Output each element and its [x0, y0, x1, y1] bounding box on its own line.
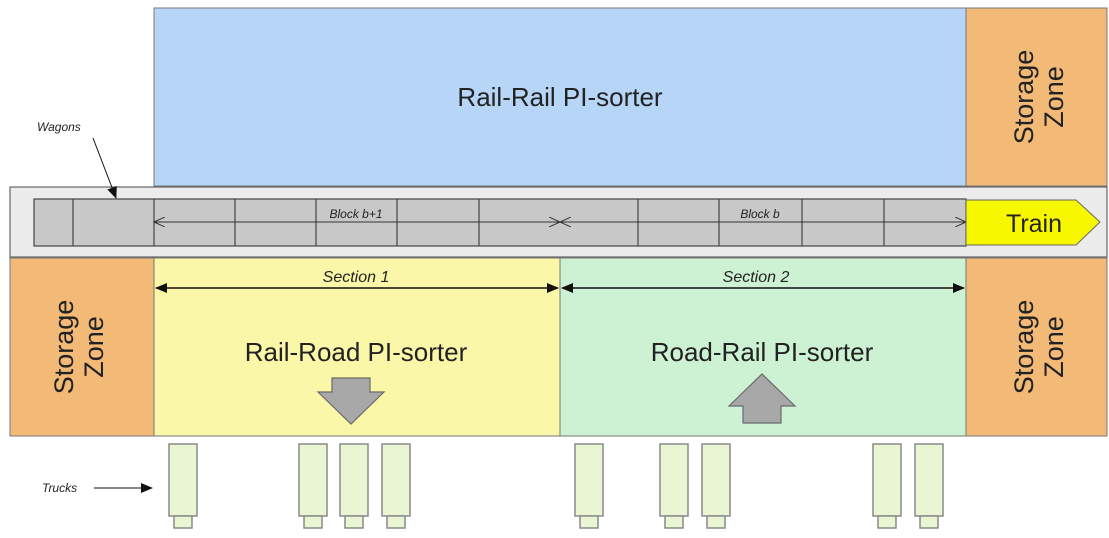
section-1-label: Section 1 [323, 269, 390, 286]
storage-zone-right [965, 257, 1108, 437]
rail-rail-sorter-zone [153, 7, 967, 187]
truck-icon [339, 443, 369, 529]
storage-zone-label: Zone [79, 316, 109, 378]
truck-icon [168, 443, 198, 529]
truck-icon [381, 443, 411, 529]
wagons-label: Wagons [37, 120, 81, 134]
trucks-label: Trucks [42, 481, 77, 495]
up-arrow-icon [727, 373, 797, 424]
down-arrow-icon [316, 377, 386, 425]
wagons-pointer [92, 137, 117, 199]
truck-icon [298, 443, 328, 529]
train-label: Train [1006, 210, 1062, 238]
storage-zone-label: Storage [1009, 300, 1039, 395]
train-arrow [965, 199, 1101, 246]
storage-zone-label: Zone [1039, 66, 1069, 128]
truck-icon [701, 443, 731, 529]
rail-road-sorter-label: Rail-Road PI-sorter [245, 337, 468, 367]
truck-icon [872, 443, 902, 529]
road-rail-sorter-label: Road-Rail PI-sorter [651, 337, 874, 367]
storage-zone-top-right [965, 7, 1108, 187]
storage-zone-label: Storage [49, 300, 79, 395]
truck-icon [914, 443, 944, 529]
storage-zone-left [9, 257, 155, 437]
storage-zone-label: Zone [1039, 316, 1069, 378]
block-b-label: Block b [740, 207, 780, 221]
trucks-group [168, 443, 944, 529]
rail-rail-sorter-label: Rail-Rail PI-sorter [457, 82, 662, 112]
truck-icon [574, 443, 604, 529]
block-b1-label: Block b+1 [329, 207, 382, 221]
storage-zone-label: Storage [1009, 50, 1039, 145]
section-2-label: Section 2 [723, 269, 790, 286]
truck-icon [659, 443, 689, 529]
